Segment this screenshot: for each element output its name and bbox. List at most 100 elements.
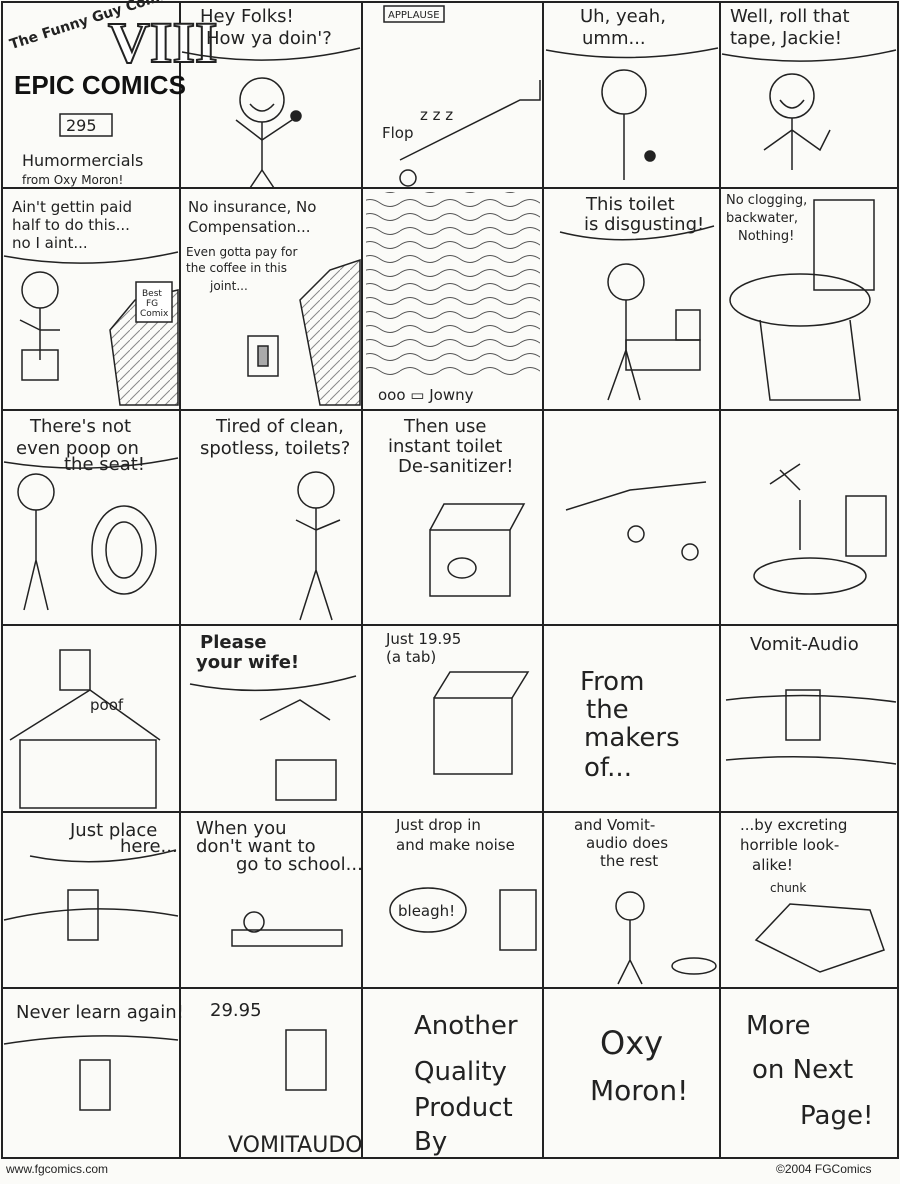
footer-copyright: ©2004 FGComics bbox=[776, 1162, 872, 1176]
p20-line1: Just place bbox=[69, 820, 157, 841]
p6-line3: Even gotta pay for bbox=[186, 245, 297, 259]
p5-line2: half to do this... bbox=[12, 216, 130, 234]
p9-line3: Nothing! bbox=[738, 229, 794, 244]
p22-line1: Just drop in bbox=[395, 816, 481, 834]
p9-line2: backwater, bbox=[726, 211, 798, 226]
p3-line1: Uh, yeah, bbox=[580, 6, 666, 27]
p8-line2: is disgusting! bbox=[584, 214, 704, 235]
p27-line1: Another bbox=[414, 1011, 518, 1041]
p2-sfx2: z z z bbox=[420, 106, 453, 124]
series-title: EPIC COMICS bbox=[14, 70, 186, 100]
p5-line1: Ain't gettin paid bbox=[12, 198, 132, 216]
p26-line2: VOMITAUDO bbox=[228, 1133, 363, 1158]
panel-9: No clogging, backwater, Nothing! bbox=[726, 193, 875, 401]
p11-line1: Tired of clean, bbox=[215, 416, 344, 437]
panel-12: Then use instant toilet De-sanitizer! bbox=[388, 416, 526, 597]
panel-15: poof bbox=[9, 649, 161, 809]
panel-19: Vomit-Audio bbox=[725, 634, 897, 765]
panel-28: Oxy Moron! bbox=[590, 1024, 688, 1107]
panel-4: Well, roll that tape, Jackie! bbox=[721, 6, 897, 170]
p18-line4: of... bbox=[584, 753, 632, 783]
p5-box3: Comix bbox=[140, 309, 169, 319]
p11-line2: spotless, toilets? bbox=[200, 438, 350, 459]
footer-website-link[interactable]: www.fgcomics.com bbox=[6, 1162, 109, 1176]
subtitle-line1: Humormercials bbox=[22, 151, 143, 170]
p2-sign: APPLAUSE bbox=[388, 10, 440, 21]
p23-line3: the rest bbox=[600, 852, 658, 870]
panel-grid bbox=[1, 1, 899, 1159]
p24-line3: alike! bbox=[752, 856, 793, 874]
p6-line1: No insurance, No bbox=[188, 198, 316, 216]
p27-line2: Quality bbox=[414, 1057, 507, 1087]
p12-line2: instant toilet bbox=[388, 436, 502, 457]
p18-line3: makers bbox=[584, 723, 680, 753]
p16-line2: your wife! bbox=[196, 652, 299, 673]
p20-line2: here... bbox=[120, 836, 178, 857]
p10-line3: the seat! bbox=[64, 454, 145, 475]
panel-2: APPLAUSE Flop z z z bbox=[382, 5, 541, 187]
panel-7: ooo ▭ Jowny bbox=[366, 192, 540, 404]
issue-number: 295 bbox=[66, 116, 97, 135]
p17-line1: Just 19.95 bbox=[385, 630, 461, 648]
panel-11: Tired of clean, spotless, toilets? bbox=[200, 416, 350, 621]
panel-1: Hey Folks! How ya doin'? bbox=[181, 6, 361, 189]
panel-13 bbox=[565, 481, 707, 561]
p8-line1: This toilet bbox=[585, 194, 675, 215]
roman-numeral: VIII bbox=[108, 10, 218, 75]
p12-line1: Then use bbox=[403, 416, 486, 437]
p6-line4: the coffee in this bbox=[186, 261, 287, 275]
p18-line2: the bbox=[586, 695, 629, 725]
p24-line2: horrible look- bbox=[740, 836, 839, 854]
p16-line1: Please bbox=[200, 632, 267, 653]
panel-24: ...by excreting horrible look- alike! ch… bbox=[740, 816, 885, 973]
panel-25: Never learn again! bbox=[3, 1002, 184, 1111]
p7-credit: ooo ▭ Jowny bbox=[378, 386, 474, 404]
header-panel: VIII The Funny Guy Comix EPIC COMICS 295… bbox=[8, 0, 219, 187]
p22-sfx: bleagh! bbox=[398, 902, 455, 920]
panel-6: No insurance, No Compensation... Even go… bbox=[186, 198, 361, 406]
p10-line1: There's not bbox=[29, 416, 131, 437]
p23-line2: audio does bbox=[586, 834, 668, 852]
p21-line3: go to school... bbox=[236, 854, 363, 875]
panel-23: and Vomit- audio does the rest bbox=[574, 816, 717, 985]
panel-8: This toilet is disgusting! bbox=[559, 194, 715, 401]
p17-line2: (a tab) bbox=[386, 648, 436, 666]
p29-line3: Page! bbox=[800, 1101, 873, 1131]
panel-27: Another Quality Product By bbox=[414, 1011, 518, 1157]
p9-line1: No clogging, bbox=[726, 193, 807, 208]
p4-line1: Well, roll that bbox=[730, 6, 850, 27]
panel-3: Uh, yeah, umm... bbox=[545, 6, 719, 180]
p24-line1: ...by excreting bbox=[740, 816, 847, 834]
p5-box2: FG bbox=[146, 299, 158, 309]
p1-line1: Hey Folks! bbox=[200, 6, 294, 27]
p22-line2: and make noise bbox=[396, 836, 515, 854]
panel-17: Just 19.95 (a tab) bbox=[385, 630, 530, 775]
panel-29: More on Next Page! bbox=[746, 1011, 873, 1131]
subtitle-line2: from Oxy Moron! bbox=[22, 173, 123, 187]
panel-22: Just drop in and make noise bleagh! bbox=[389, 816, 537, 951]
panel-26: 29.95 VOMITAUDO bbox=[210, 1000, 363, 1158]
panel-20: Just place here... bbox=[3, 820, 179, 941]
p12-line3: De-sanitizer! bbox=[398, 456, 513, 477]
p23-line1: and Vomit- bbox=[574, 816, 655, 834]
p10-line2: even poop on bbox=[16, 438, 139, 459]
p1-line2: How ya doin'? bbox=[206, 28, 332, 49]
p27-line3: Product bbox=[414, 1093, 513, 1123]
p6-line5: joint... bbox=[209, 279, 248, 293]
p18-line1: From bbox=[580, 667, 644, 697]
panel-14 bbox=[753, 463, 887, 595]
p2-sfx1: Flop bbox=[382, 124, 414, 142]
p24-sfx: chunk bbox=[770, 881, 806, 895]
panel-21: When you don't want to go to school... bbox=[196, 818, 363, 947]
p5-box1: Best bbox=[142, 289, 162, 299]
panel-10: There's not even poop on the seat! bbox=[3, 416, 179, 611]
p21-line2: don't want to bbox=[196, 836, 316, 857]
p19-line1: Vomit-Audio bbox=[750, 634, 859, 655]
panel-5: Ain't gettin paid half to do this... no … bbox=[3, 198, 179, 406]
p29-line2: on Next bbox=[752, 1055, 853, 1085]
p25-line1: Never learn again! bbox=[16, 1002, 184, 1023]
p27-line4: By bbox=[414, 1127, 447, 1157]
p26-line1: 29.95 bbox=[210, 1000, 262, 1021]
